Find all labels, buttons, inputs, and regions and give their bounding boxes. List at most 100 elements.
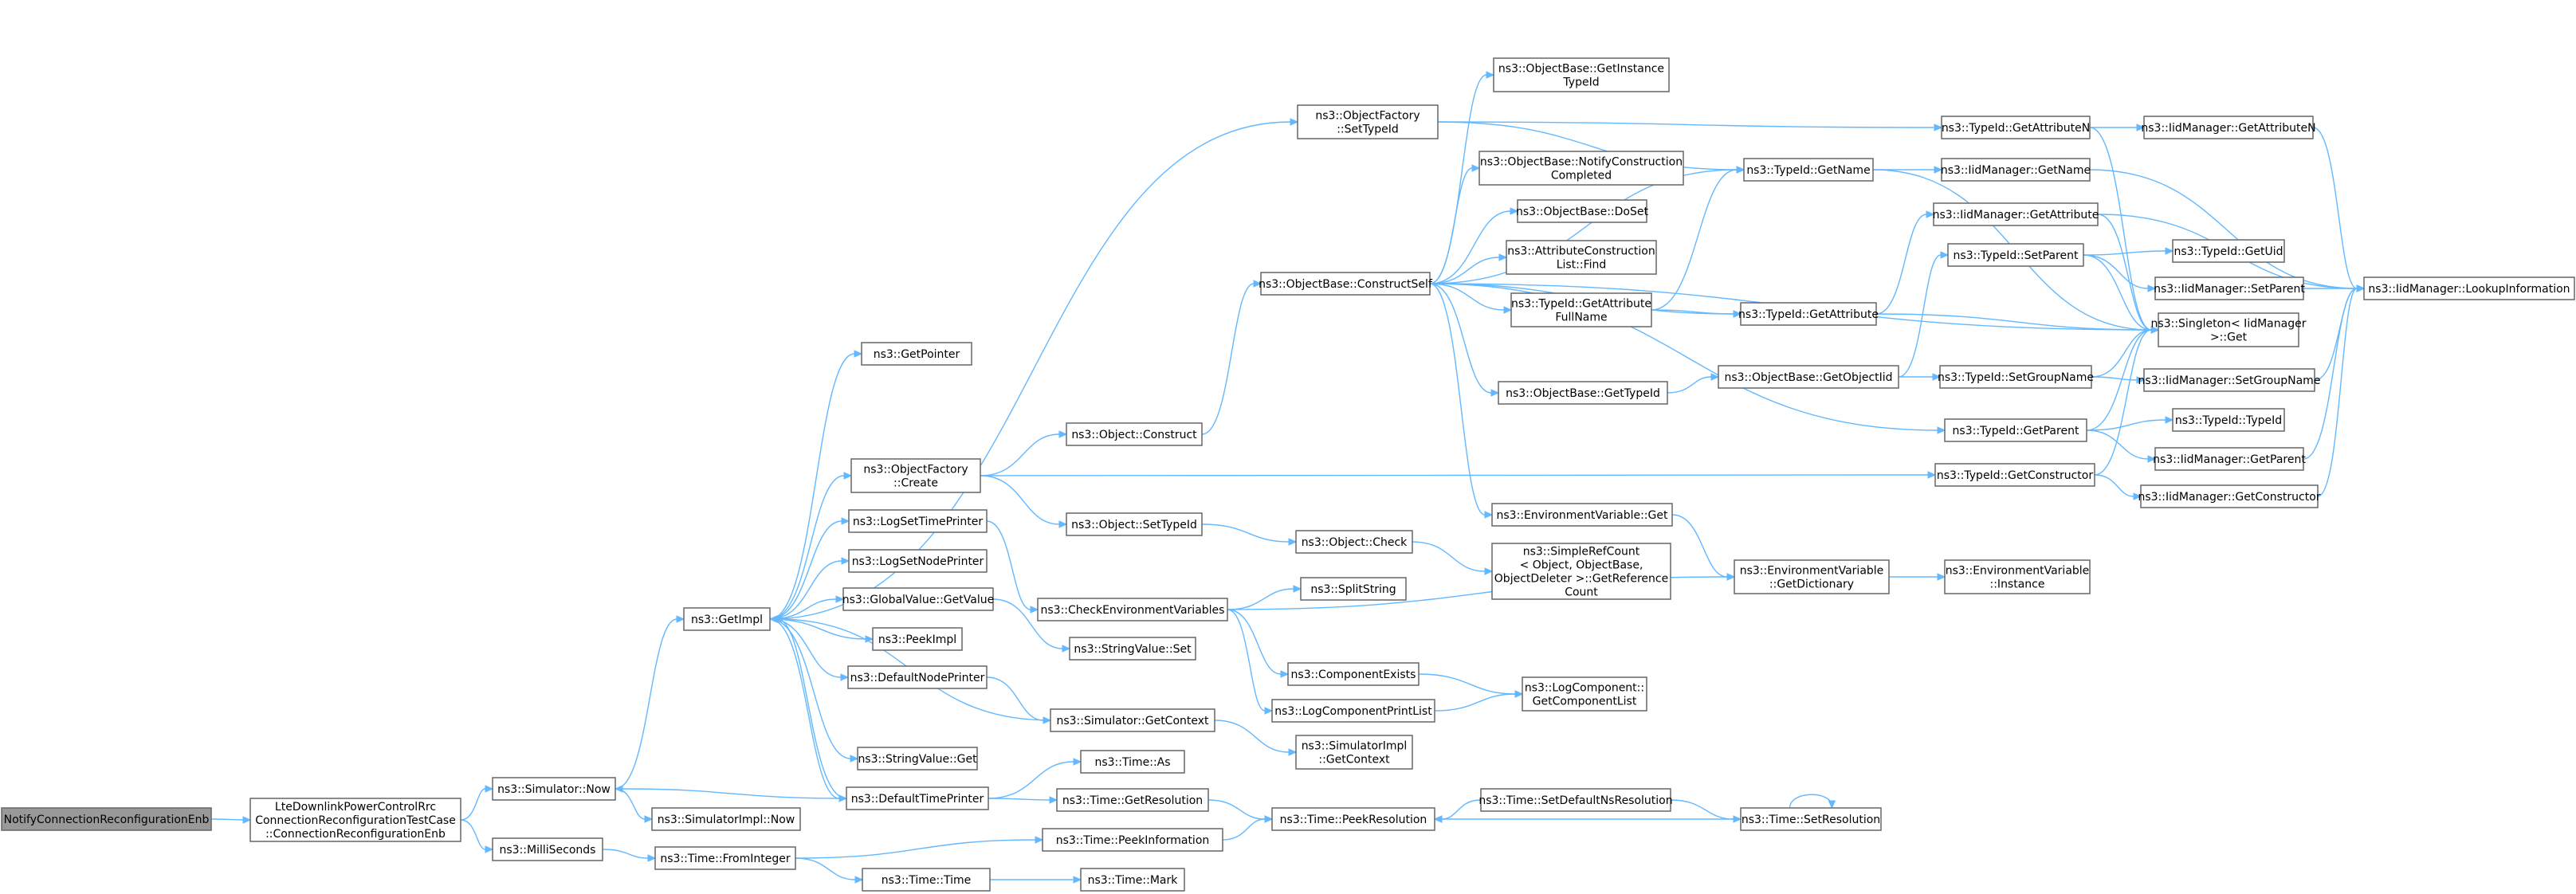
- node-ns3-objectfactory-create[interactable]: ns3::ObjectFactory::Create: [850, 458, 981, 493]
- node-ns3-iidmanager-setgroupname[interactable]: ns3::IidManager::SetGroupName: [2138, 368, 2321, 392]
- node-ns3-splitstring[interactable]: ns3::SplitString: [1300, 577, 1407, 601]
- node-ns3-time-setdefaultnsresolution[interactable]: ns3::Time::SetDefaultNsResolution: [1478, 788, 1673, 812]
- node-ns3-simulator-getcontext[interactable]: ns3::Simulator::GetContext: [1050, 708, 1215, 732]
- node-box: [857, 747, 978, 770]
- node-ns3-time-as[interactable]: ns3::Time::As: [1080, 750, 1185, 774]
- node-label: FullName: [1555, 312, 1607, 324]
- node-ns3-typeid-getattributen[interactable]: ns3::TypeId::GetAttributeN: [1941, 116, 2091, 139]
- node-ns3-time-time[interactable]: ns3::Time::Time: [862, 868, 991, 892]
- node-box: [1740, 807, 1882, 831]
- node-box: [1718, 365, 1899, 389]
- edge-n64-n65: [2317, 284, 2366, 497]
- node-label: ns3::StringValue::Set: [1074, 643, 1192, 656]
- node-box: [651, 807, 801, 831]
- node-label: ns3::ObjectBase::GetTypeId: [1506, 387, 1660, 400]
- node-ns3-typeid-setparent[interactable]: ns3::TypeId::SetParent: [1947, 243, 2084, 267]
- node-label: ns3::Time::As: [1094, 756, 1170, 769]
- node-ns3-time-mark[interactable]: ns3::Time::Mark: [1080, 868, 1185, 892]
- node-ns3-typeid-getuid[interactable]: ns3::TypeId::GetUid: [2172, 239, 2285, 263]
- node-label: ns3::SimulatorImpl: [1302, 740, 1408, 753]
- node-ns3-iidmanager-getattributen[interactable]: ns3::IidManager::GetAttributeN: [2141, 116, 2316, 139]
- node-ns3-globalvalue-getvalue[interactable]: ns3::GlobalValue::GetValue: [842, 587, 994, 611]
- node-box: [1037, 598, 1228, 621]
- node-ns3-peekimpl[interactable]: ns3::PeekImpl: [872, 627, 963, 651]
- edge-n38-n44: [1651, 166, 1745, 311]
- node-ns3-defaulttimeprinter[interactable]: ns3::DefaultTimePrinter: [846, 786, 989, 810]
- node-ns3-time-peekresolution[interactable]: ns3::Time::PeekResolution: [1271, 807, 1435, 831]
- node-ns3-simulatorimpl-getcontext[interactable]: ns3::SimulatorImpl::GetContext: [1295, 735, 1413, 770]
- node-ns3-objectbase-notifyconstruction-completed[interactable]: ns3::ObjectBase::NotifyConstructionCompl…: [1478, 151, 1684, 186]
- node-box: [1522, 676, 1647, 712]
- node-box: [1080, 750, 1185, 774]
- node-ns3-iidmanager-getparent[interactable]: ns3::IidManager::GetParent: [2153, 447, 2306, 471]
- node-ns3-time-setresolution[interactable]: ns3::Time::SetResolution: [1740, 807, 1882, 831]
- node-box: [1491, 543, 1671, 600]
- node-ns3-logcomponent-getcomponentlist[interactable]: ns3::LogComponent::GetComponentList: [1522, 676, 1647, 712]
- node-ns3-iidmanager-getconstructor[interactable]: ns3::IidManager::GetConstructor: [2138, 484, 2321, 508]
- node-ns3-componentexists[interactable]: ns3::ComponentExists: [1287, 662, 1420, 686]
- edge-n38-n45: [1651, 309, 1742, 318]
- node-ns3-objectbase-gettypeid[interactable]: ns3::ObjectBase::GetTypeId: [1498, 381, 1668, 405]
- node-ns3-defaultnodeprinter[interactable]: ns3::DefaultNodePrinter: [847, 665, 988, 689]
- node-box: [1941, 158, 2091, 182]
- node-ns3-objectfactory-settypeid[interactable]: ns3::ObjectFactory::SetTypeId: [1297, 104, 1439, 139]
- node-ns3-objectbase-getobjectiid[interactable]: ns3::ObjectBase::GetObjectIid: [1718, 365, 1899, 389]
- node-ns3-logsetnodeprinter[interactable]: ns3::LogSetNodePrinter: [848, 549, 988, 573]
- node-ns3-object-settypeid[interactable]: ns3::Object::SetTypeId: [1066, 512, 1203, 536]
- node-ns3-stringvalue-get[interactable]: ns3::StringValue::Get: [857, 747, 978, 770]
- node-ns3-time-getresolution[interactable]: ns3::Time::GetResolution: [1056, 788, 1209, 812]
- node-ns3-environmentvariable-instance[interactable]: ns3::EnvironmentVariable::Instance: [1944, 559, 2091, 594]
- node-ns3-simplerefcount-object-objectbase-objectdeleter-getreference-count[interactable]: ns3::SimpleRefCount< Object, ObjectBase,…: [1491, 543, 1671, 600]
- node-label: ns3::LogSetTimePrinter: [853, 516, 984, 528]
- node-ns3-typeid-getname[interactable]: ns3::TypeId::GetName: [1743, 158, 1874, 182]
- node-ns3-simulator-now[interactable]: ns3::Simulator::Now: [492, 777, 616, 801]
- node-ns3-typeid-getconstructor[interactable]: ns3::TypeId::GetConstructor: [1934, 463, 2095, 487]
- node-ns3-singleton-iidmanager-get[interactable]: ns3::Singleton< IidManager >::Get: [2151, 312, 2307, 347]
- node-ns3-typeid-typeid[interactable]: ns3::TypeId::TypeId: [2172, 408, 2285, 432]
- edge-n26-n37: [1429, 253, 1508, 284]
- node-label: Completed: [1551, 170, 1612, 182]
- node-ns3-objectbase-doset[interactable]: ns3::ObjectBase::DoSet: [1516, 199, 1648, 223]
- edge-n4-n13: [769, 618, 850, 681]
- edge-n26-n54: [1429, 283, 1946, 434]
- edge-n52-n59: [2083, 254, 2157, 292]
- node-ns3-logsettimeprinter[interactable]: ns3::LogSetTimePrinter: [848, 509, 988, 533]
- node-label: ns3::StringValue::Get: [858, 753, 977, 766]
- node-ns3-stringvalue-set[interactable]: ns3::StringValue::Set: [1069, 637, 1196, 661]
- node-ns3-iidmanager-lookupinformation[interactable]: ns3::IidManager::LookupInformation: [2363, 276, 2575, 300]
- node-label: ::GetContext: [1318, 754, 1390, 767]
- node-ns3-checkenvironmentvariables[interactable]: ns3::CheckEnvironmentVariables: [1037, 598, 1228, 621]
- node-notifyconnectionreconfigurationenb[interactable]: NotifyConnectionReconfigurationEnb: [1, 807, 212, 831]
- node-ns3-typeid-getparent[interactable]: ns3::TypeId::GetParent: [1944, 418, 2087, 442]
- node-ns3-object-construct[interactable]: ns3::Object::Construct: [1066, 422, 1203, 446]
- node-box: [2154, 447, 2304, 471]
- node-box: [1517, 199, 1647, 223]
- node-ns3-object-check[interactable]: ns3::Object::Check: [1295, 530, 1413, 554]
- node-ns3-environmentvariable-getdictionary[interactable]: ns3::EnvironmentVariable::GetDictionary: [1734, 559, 1890, 594]
- node-ns3-environmentvariable-get[interactable]: ns3::EnvironmentVariable::Get: [1491, 503, 1673, 527]
- node-ns3-getimpl[interactable]: ns3::GetImpl: [683, 607, 771, 631]
- edge-n26-n36: [1429, 207, 1519, 284]
- node-ns3-typeid-getattribute[interactable]: ns3::TypeId::GetAttribute: [1738, 302, 1879, 326]
- node-ns3-objectbase-constructself[interactable]: ns3::ObjectBase::ConstructSelf: [1259, 272, 1433, 296]
- node-label: ns3::LogComponent::: [1525, 682, 1644, 695]
- node-ns3-getpointer[interactable]: ns3::GetPointer: [861, 342, 972, 366]
- node-ns3-iidmanager-getname[interactable]: ns3::IidManager::GetName: [1941, 158, 2091, 182]
- node-label: >::Get: [2210, 331, 2248, 344]
- node-ns3-milliseconds[interactable]: ns3::MilliSeconds: [492, 837, 603, 861]
- edge-n46-n53: [1899, 373, 1942, 381]
- node-ns3-iidmanager-getattribute[interactable]: ns3::IidManager::GetAttribute: [1933, 202, 2099, 226]
- node-label: ::Instance: [1990, 578, 2045, 591]
- edge-n53-n61: [2091, 376, 2146, 384]
- node-ltedownlinkpowercontrolrrc-connectionreconfigurationtestcase-connectionreconfigurationenb[interactable]: LteDownlinkPowerControlRrcConnectionReco…: [249, 798, 461, 842]
- node-ns3-time-peekinformation[interactable]: ns3::Time::PeekInformation: [1042, 828, 1223, 852]
- node-ns3-iidmanager-setparent[interactable]: ns3::IidManager::SetParent: [2154, 276, 2305, 300]
- node-ns3-logcomponentprintlist[interactable]: ns3::LogComponentPrintList: [1271, 699, 1435, 723]
- node-ns3-typeid-setgroupname[interactable]: ns3::TypeId::SetGroupName: [1938, 365, 2094, 389]
- node-ns3-simulatorimpl-now[interactable]: ns3::SimulatorImpl::Now: [651, 807, 801, 831]
- node-ns3-time-frominteger[interactable]: ns3::Time::FromInteger: [654, 846, 796, 870]
- edge-n55-n60: [2094, 326, 2160, 476]
